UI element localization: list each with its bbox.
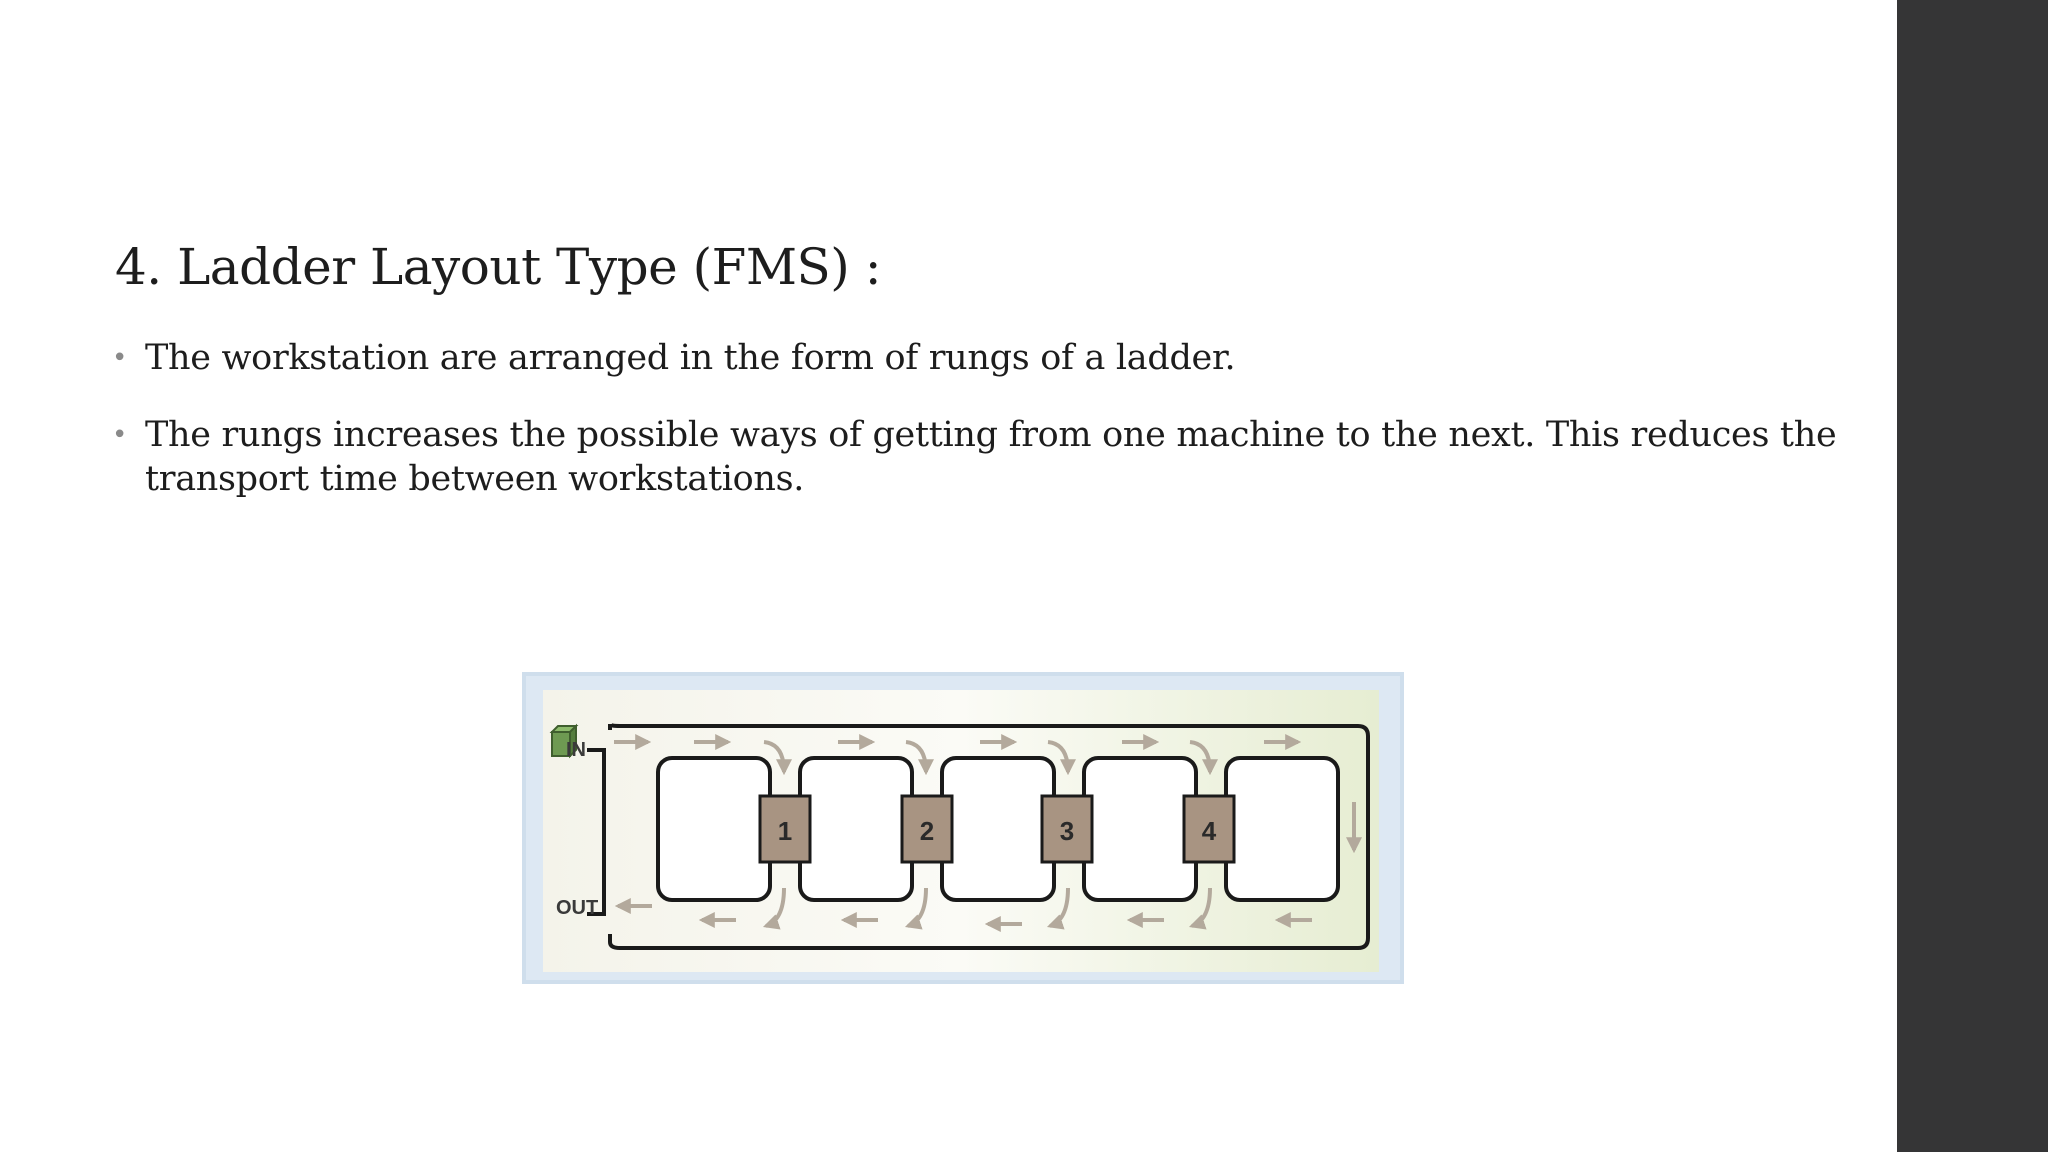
bullet-list: • The workstation are arranged in the fo…	[112, 336, 1882, 534]
rung-loop	[656, 756, 772, 902]
in-block-icon	[549, 723, 579, 759]
ladder-layout-diagram: IN OUT 1 2 3 4	[522, 672, 1404, 984]
bullet-item: • The rungs increases the possible ways …	[112, 413, 1882, 501]
flow-arrows-bottom	[614, 898, 1312, 932]
bullet-marker: •	[112, 420, 128, 450]
flow-arrows-curve-up	[762, 887, 1212, 930]
right-sidebar	[1897, 0, 2048, 1152]
workstation-2: 2	[900, 794, 954, 864]
workstation-label: 2	[920, 816, 934, 846]
workstation-4: 4	[1182, 794, 1236, 864]
bullet-item: • The workstation are arranged in the fo…	[112, 336, 1882, 380]
workstation-label: 4	[1202, 816, 1217, 846]
rung-loop	[1224, 756, 1340, 902]
bullet-text: The workstation are arranged in the form…	[145, 338, 1236, 378]
workstation-1: 1	[758, 794, 812, 864]
flow-arrows-curve-down	[763, 740, 1218, 776]
bullet-marker: •	[112, 343, 128, 373]
in-label: IN	[566, 739, 586, 761]
input-track	[587, 748, 606, 916]
outer-track	[608, 722, 1370, 950]
rung-loop	[798, 756, 914, 902]
out-label: OUT	[556, 897, 598, 919]
workstation-label: 1	[778, 816, 792, 846]
bullet-text: The rungs increases the possible ways of…	[145, 415, 1837, 499]
rung-loop	[940, 756, 1056, 902]
rung-loop	[1082, 756, 1198, 902]
workstation-label: 3	[1060, 816, 1074, 846]
slide-title: 4. Ladder Layout Type (FMS) :	[115, 238, 882, 296]
workstation-3: 3	[1040, 794, 1094, 864]
